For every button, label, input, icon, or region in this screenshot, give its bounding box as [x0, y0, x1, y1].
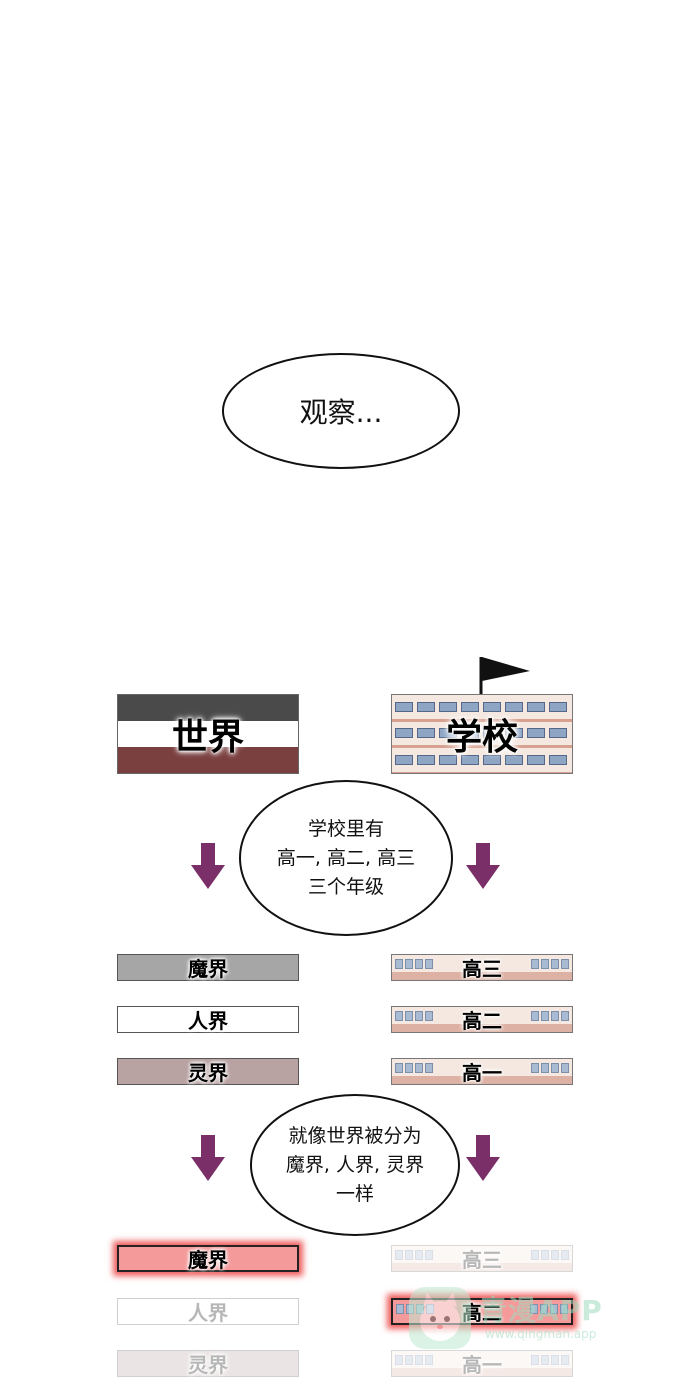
- realm-label: 人界: [188, 1301, 228, 1325]
- bubble-line: 就像世界被分为: [288, 1124, 422, 1147]
- grade-label: 高二: [462, 1009, 502, 1033]
- flag-icon: [479, 657, 530, 695]
- bubble-line: 魔界, 人界, 灵界: [285, 1153, 425, 1176]
- realm-label: 魔界: [188, 1248, 228, 1272]
- realm-label: 灵界: [188, 1061, 228, 1085]
- realm-label: 魔界: [188, 957, 228, 981]
- grade-bar-senior3: 高三: [391, 954, 573, 981]
- realm-bar-human-faded: 人界: [117, 1298, 299, 1325]
- speech-bubble-realms: 就像世界被分为 魔界, 人界, 灵界 一样: [250, 1094, 460, 1236]
- realm-bar-demon: 魔界: [117, 954, 299, 981]
- grade-bar-senior1-faded: 高一: [391, 1350, 573, 1377]
- down-arrow-icon: [191, 1135, 225, 1181]
- bubble-line: 一样: [335, 1182, 374, 1205]
- down-arrow-icon: [191, 843, 225, 889]
- grade-bar-senior2: 高二: [391, 1006, 573, 1033]
- grade-label: 高三: [462, 957, 502, 981]
- realm-label: 灵界: [188, 1353, 228, 1377]
- bubble-line: 高一, 高二, 高三: [276, 846, 416, 869]
- bubble-line: 学校里有: [307, 817, 384, 840]
- world-label: 世界: [171, 717, 244, 758]
- grade-label: 高一: [462, 1353, 502, 1377]
- realm-bar-spirit-faded: 灵界: [117, 1350, 299, 1377]
- down-arrow-icon: [466, 843, 500, 889]
- bubble-text: 观察...: [299, 396, 383, 429]
- watermark-subtext: www.qingman.app: [485, 1327, 597, 1341]
- grade-label: 高一: [462, 1061, 502, 1085]
- school-building: 学校: [391, 694, 573, 774]
- world-flag: 世界: [117, 694, 299, 774]
- realm-bar-human: 人界: [117, 1006, 299, 1033]
- realm-label: 人界: [188, 1009, 228, 1033]
- school-label: 学校: [445, 717, 518, 758]
- speech-bubble-grades: 学校里有 高一, 高二, 高三 三个年级: [239, 780, 453, 936]
- grade-bar-senior3-faded: 高三: [391, 1245, 573, 1272]
- watermark-text: 青漫APP: [479, 1294, 603, 1327]
- grade-label: 高三: [462, 1248, 502, 1272]
- down-arrow-icon: [466, 1135, 500, 1181]
- realm-bar-spirit: 灵界: [117, 1058, 299, 1085]
- cat-logo-icon: [409, 1287, 471, 1349]
- grade-label: 高二: [462, 1301, 502, 1325]
- speech-bubble-observe: 观察...: [222, 353, 460, 469]
- watermark: 青漫APP www.qingman.app: [405, 1275, 655, 1365]
- bubble-line: 三个年级: [307, 875, 384, 898]
- realm-bar-demon-highlighted: 魔界: [117, 1245, 299, 1272]
- grade-bar-senior1: 高一: [391, 1058, 573, 1085]
